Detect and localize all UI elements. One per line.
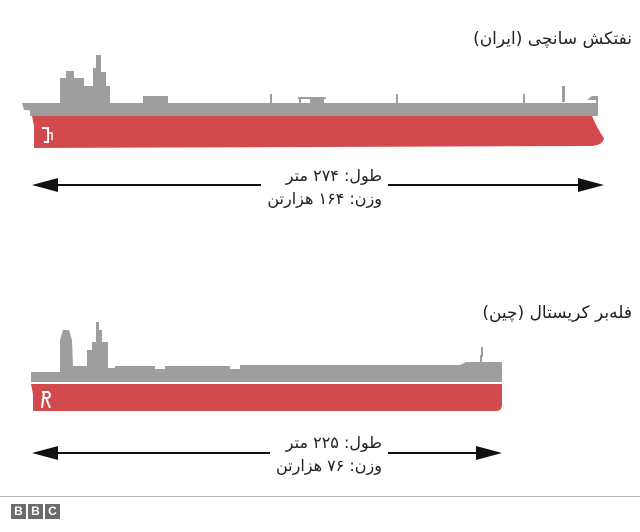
ship-2-title: فله‌بر کریستال (چین) [482, 303, 632, 323]
ship-1-silhouette [22, 55, 604, 148]
footer-divider [0, 496, 640, 497]
ship-1-length: طول: ۲۷۴ متر [285, 166, 382, 185]
ship-2-silhouette [31, 322, 502, 411]
ship-1-weight: وزن: ۱۶۴ هزارتن [267, 189, 382, 208]
ship-1-stats: طول: ۲۷۴ متر وزن: ۱۶۴ هزارتن [261, 164, 388, 210]
ship-1-title: نفتکش سانچی (ایران) [473, 29, 632, 49]
bbc-logo-letter-1: B [11, 504, 26, 519]
bbc-logo: B B C [11, 504, 60, 519]
bbc-logo-letter-3: C [45, 504, 60, 519]
ship-2-length: طول: ۲۲۵ متر [285, 433, 382, 452]
ship-2-stats: طول: ۲۲۵ متر وزن: ۷۶ هزارتن [269, 431, 388, 477]
bbc-logo-letter-2: B [28, 504, 43, 519]
ship-2-weight: وزن: ۷۶ هزارتن [275, 456, 382, 475]
